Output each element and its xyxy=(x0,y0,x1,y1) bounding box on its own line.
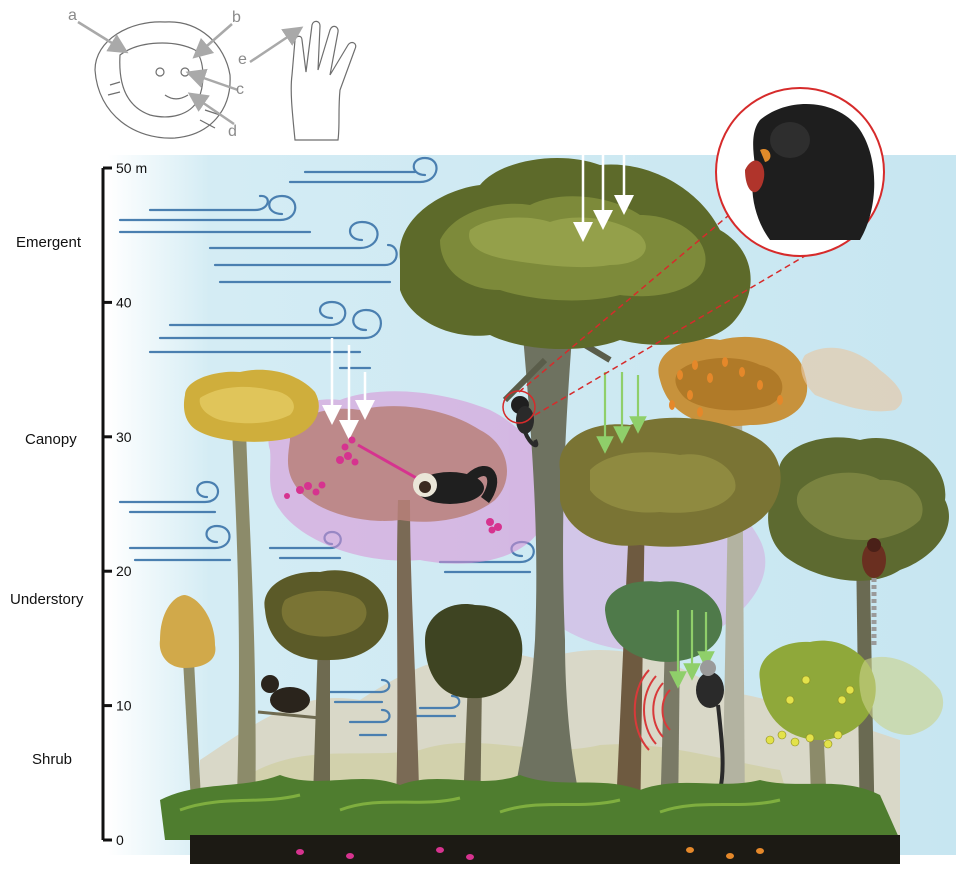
stratum-canopy: Canopy xyxy=(25,431,77,448)
axis-tick-label: 40 xyxy=(116,294,132,310)
stratum-shrub: Shrub xyxy=(32,751,72,768)
inset-hand xyxy=(291,21,356,140)
axis-tick-label: 0 xyxy=(116,832,124,848)
label-d: d xyxy=(228,123,237,140)
axis-tick-label: 50 m xyxy=(116,160,147,176)
axis-tick-label: 10 xyxy=(116,698,132,714)
label-e: e xyxy=(238,51,247,68)
inset-pointers xyxy=(78,22,295,124)
axis-tick-label: 20 xyxy=(116,563,132,579)
stratum-understory: Understory xyxy=(10,591,84,608)
strata-labels: Emergent Canopy Understory Shrub xyxy=(10,234,84,768)
forest-floor xyxy=(190,835,900,864)
label-a: a xyxy=(68,7,77,24)
stratum-emergent: Emergent xyxy=(16,234,82,251)
label-b: b xyxy=(232,9,241,26)
axis-tick-label: 30 xyxy=(116,429,132,445)
fern-ground-layer xyxy=(160,775,900,840)
label-c: c xyxy=(236,81,244,98)
